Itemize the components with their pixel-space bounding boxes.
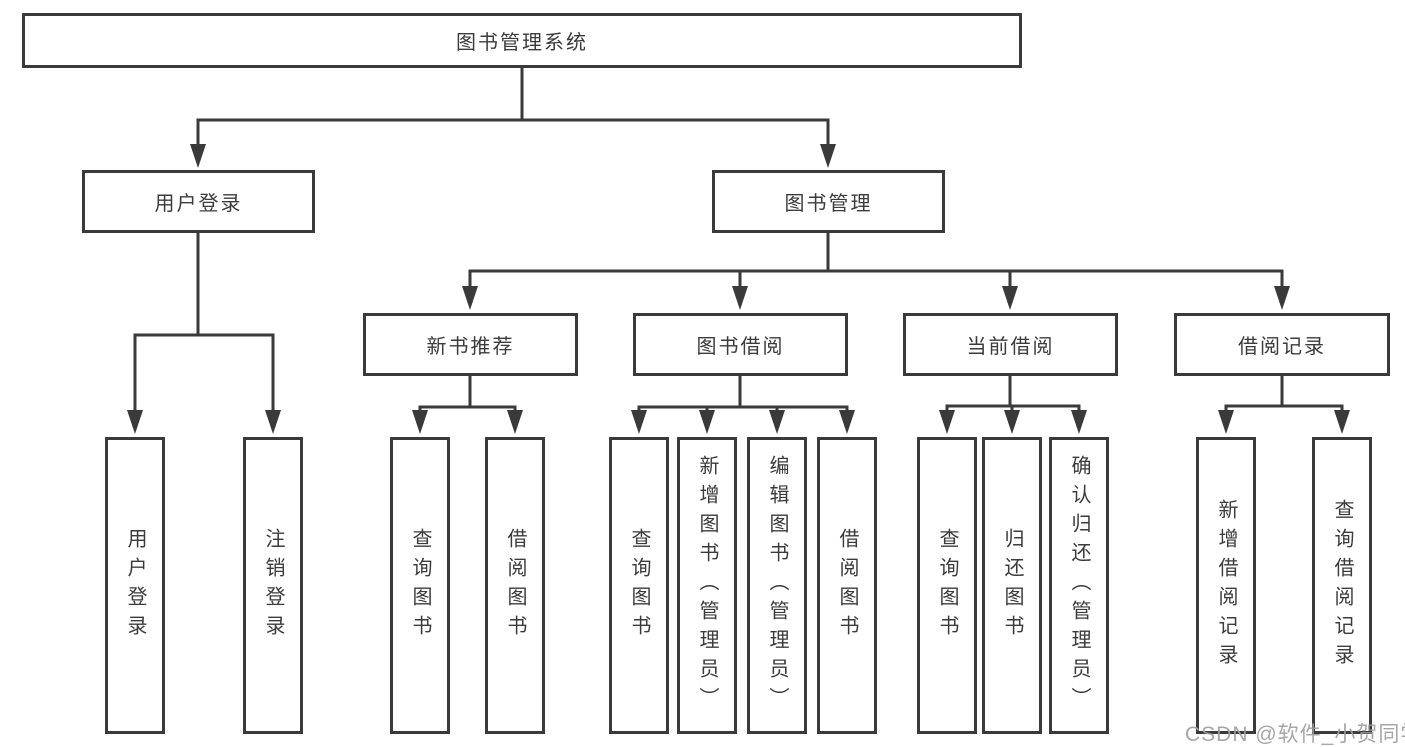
leaf-borrow-books: 借阅图书 bbox=[485, 437, 545, 734]
leaf-borrow-books: 借阅图书 bbox=[817, 437, 877, 734]
leaf-user-login-label: 用户登录 bbox=[124, 527, 146, 644]
leaf-return-books-label: 归还图书 bbox=[1001, 527, 1023, 644]
node-root-label: 图书管理系统 bbox=[456, 32, 588, 54]
node-book-borrow-label: 图书借阅 bbox=[696, 336, 785, 358]
node-current-borrow-label: 当前借阅 bbox=[966, 336, 1055, 358]
leaf-add-borrow-record: 新增借阅记录 bbox=[1196, 437, 1256, 734]
arrowheads bbox=[127, 144, 1350, 434]
leaf-query-books: 查询图书 bbox=[609, 437, 669, 734]
csdn-watermark: CSDN @软件_小贺同学 bbox=[1185, 723, 1405, 746]
leaf-return-books: 归还图书 bbox=[982, 437, 1042, 734]
leaf-borrow-books-label: 借阅图书 bbox=[836, 527, 858, 644]
leaf-add-books-admin: 新增图书（管理员） bbox=[677, 437, 737, 734]
node-borrow-records: 借阅记录 bbox=[1174, 313, 1390, 376]
leaf-query-books: 查询图书 bbox=[390, 437, 450, 734]
leaf-confirm-return-admin-label: 确认归还（管理员） bbox=[1068, 455, 1090, 716]
node-borrow-records-label: 借阅记录 bbox=[1238, 336, 1326, 358]
leaf-edit-books-admin: 编辑图书（管理员） bbox=[747, 437, 807, 734]
leaf-query-borrow-record-label: 查询借阅记录 bbox=[1331, 498, 1353, 673]
node-book-management-label: 图书管理 bbox=[784, 193, 873, 215]
leaf-add-books-admin-label: 新增图书（管理员） bbox=[696, 455, 718, 716]
leaf-user-login: 用户登录 bbox=[105, 437, 165, 734]
node-user-login: 用户登录 bbox=[82, 170, 315, 233]
leaf-query-books: 查询图书 bbox=[917, 437, 977, 734]
leaf-query-books-label: 查询图书 bbox=[628, 527, 650, 644]
node-user-login-label: 用户登录 bbox=[154, 193, 243, 215]
node-book-management: 图书管理 bbox=[712, 170, 945, 233]
leaf-logout-label: 注销登录 bbox=[262, 527, 284, 644]
node-book-borrow: 图书借阅 bbox=[633, 313, 848, 376]
leaf-borrow-books-label: 借阅图书 bbox=[504, 527, 526, 644]
leaf-query-books-label: 查询图书 bbox=[936, 527, 958, 644]
node-current-borrow: 当前借阅 bbox=[903, 313, 1118, 376]
leaf-query-borrow-record: 查询借阅记录 bbox=[1312, 437, 1372, 734]
leaf-edit-books-admin-label: 编辑图书（管理员） bbox=[766, 455, 788, 716]
node-new-book-recommend: 新书推荐 bbox=[363, 313, 578, 376]
leaf-logout: 注销登录 bbox=[243, 437, 303, 734]
node-new-book-recommend-label: 新书推荐 bbox=[426, 336, 515, 358]
node-root-system: 图书管理系统 bbox=[22, 13, 1022, 68]
leaf-query-books-label: 查询图书 bbox=[409, 527, 431, 644]
leaf-confirm-return-admin: 确认归还（管理员） bbox=[1049, 437, 1109, 734]
leaf-add-borrow-record-label: 新增借阅记录 bbox=[1215, 498, 1237, 673]
